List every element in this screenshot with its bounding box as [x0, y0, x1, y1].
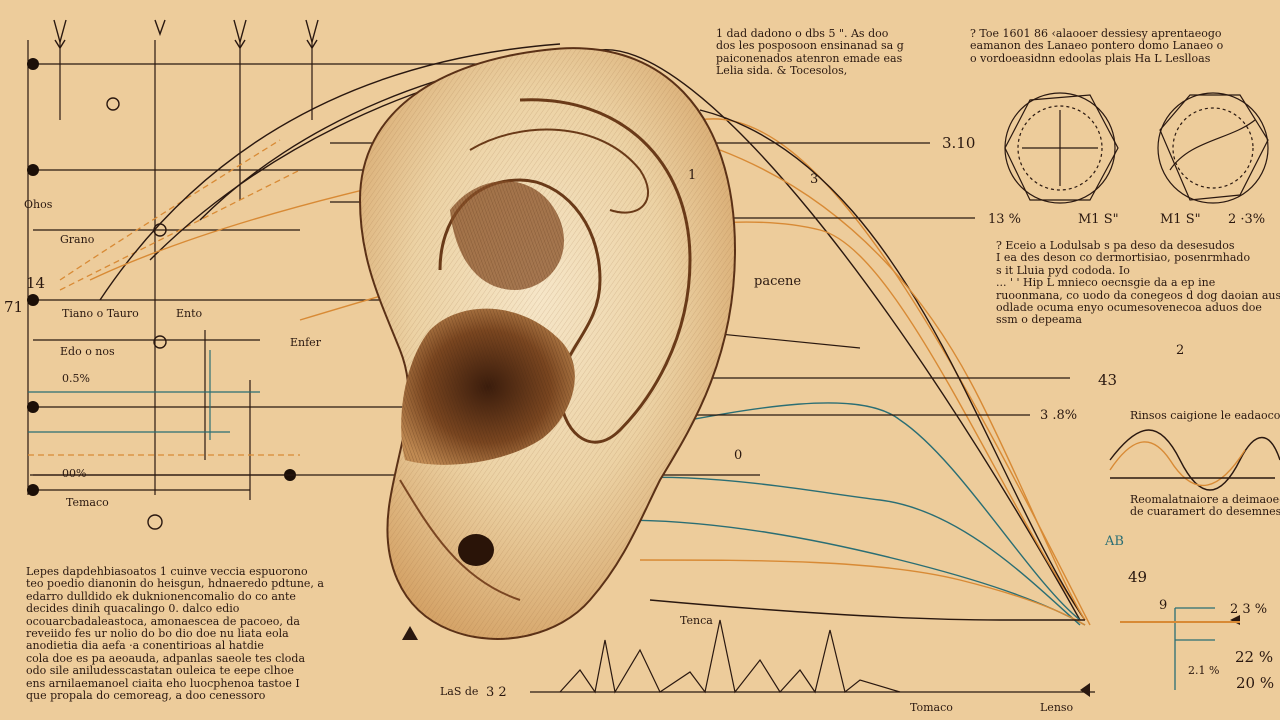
- center-label: pacene: [754, 274, 802, 289]
- value-label: 22 %: [1235, 648, 1274, 666]
- value-label: 9: [1159, 598, 1168, 613]
- bottom-left-caption: Lepes dapdehbiasoatos 1 cuinve veccia es…: [26, 565, 324, 703]
- right-caption-a: Rinsos caigione le eadaocoo he: [1130, 409, 1280, 422]
- bottom-label: Tomaco: [910, 701, 953, 714]
- value-label: 0.5%: [62, 372, 90, 385]
- value-label: 43: [1098, 371, 1118, 389]
- value-label: 2 3 %: [1230, 602, 1268, 617]
- bottom-waveform: [530, 619, 1095, 694]
- left-label: Ohos: [24, 198, 53, 211]
- value-label: M1 S": [1078, 212, 1119, 227]
- value-label: 3 2: [486, 685, 507, 700]
- value-label: 3: [810, 172, 819, 187]
- bottom-label: LaS de: [440, 685, 479, 698]
- left-label: Enfer: [290, 336, 321, 349]
- left-teal-lines: [28, 350, 260, 440]
- left-label: Edo o nos: [60, 345, 115, 358]
- value-label: 3 .8%: [1040, 408, 1078, 423]
- bottom-label: Tenca: [680, 614, 713, 627]
- value-label: 2.1 %: [1188, 664, 1220, 677]
- value-label: 14: [26, 274, 46, 292]
- value-label: 20 %: [1236, 674, 1275, 692]
- left-label: Ento: [176, 307, 203, 320]
- value-label: 49: [1128, 568, 1148, 586]
- left-orange-lines: [28, 139, 301, 456]
- value-label: 1: [688, 168, 697, 183]
- waveform-icon: [1109, 429, 1280, 491]
- top-right-caption: ? Toe 1601 86 ‹alaooer dessiesy aprentae…: [970, 27, 1224, 65]
- value-label: AB: [1105, 534, 1124, 549]
- right-bracket: [1174, 607, 1215, 690]
- bottom-label: Lenso: [1040, 701, 1074, 714]
- value-label: 2: [1176, 343, 1185, 358]
- value-label: 2 ·3%: [1228, 212, 1266, 227]
- mid-right-caption: ? Eceio a Lodulsab s pa deso da desesudo…: [996, 239, 1280, 327]
- left-label: Tiano o Tauro: [62, 307, 139, 320]
- value-label: 13 %: [988, 212, 1022, 227]
- radial-diagram-icon: [1004, 92, 1269, 204]
- value-label: 71: [4, 298, 24, 316]
- ear-illustration: [358, 47, 737, 640]
- value-label: 3.10: [942, 134, 976, 152]
- left-label: Temaco: [66, 496, 109, 509]
- value-label: M1 S": [1160, 212, 1201, 227]
- value-label: 0: [734, 448, 743, 463]
- value-label: 00%: [62, 467, 87, 480]
- left-label: Grano: [60, 233, 95, 246]
